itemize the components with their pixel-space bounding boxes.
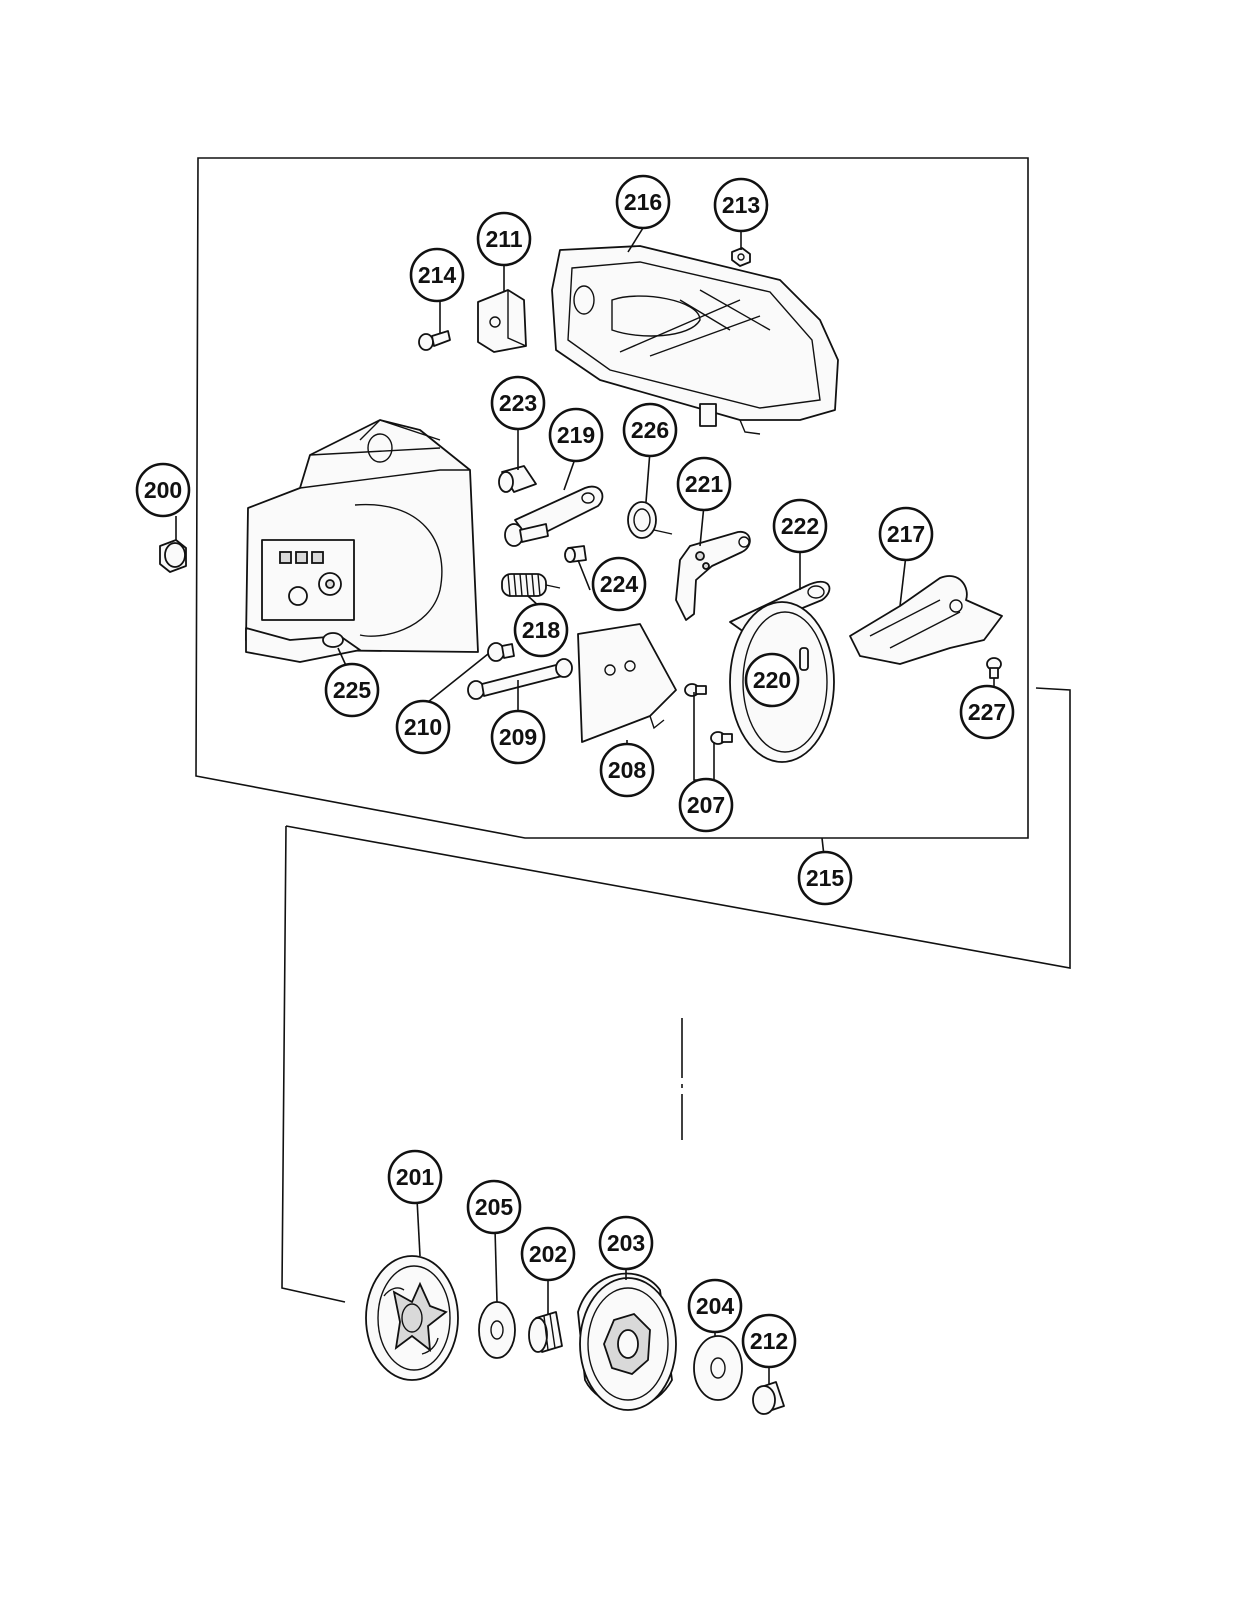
callout-207-label: 207 xyxy=(687,792,725,818)
callout-205: 205 xyxy=(466,1179,522,1235)
callout-214-label: 214 xyxy=(418,262,457,288)
callout-208-label: 208 xyxy=(608,757,647,783)
callout-226-label: 226 xyxy=(631,417,669,443)
part-218-spring xyxy=(501,573,561,597)
callout-225: 225 xyxy=(324,662,380,718)
callout-220-label: 220 xyxy=(753,667,791,693)
part-227-screw xyxy=(986,657,1002,679)
part-214-screw xyxy=(418,330,451,351)
callout-211: 211 xyxy=(476,211,532,267)
callout-218: 218 xyxy=(513,602,569,658)
part-217-bracket xyxy=(849,575,1003,665)
part-212-bushing xyxy=(752,1381,785,1415)
callout-214: 214 xyxy=(409,247,465,303)
callout-212: 212 xyxy=(741,1313,797,1369)
clutch-assembly-bracket xyxy=(281,825,346,1303)
part-204-washer xyxy=(693,1335,743,1401)
callout-227-label: 227 xyxy=(968,699,1006,725)
callout-224-label: 224 xyxy=(600,571,639,597)
callout-203: 203 xyxy=(598,1215,654,1271)
callout-201-label: 201 xyxy=(396,1164,435,1190)
callout-201: 201 xyxy=(387,1149,443,1205)
part-221-brake-lever xyxy=(675,531,751,621)
part-207-screws xyxy=(684,683,733,745)
callout-216: 216 xyxy=(615,174,671,230)
callout-215-label: 215 xyxy=(806,865,845,891)
part-203-clutch-drum xyxy=(577,1272,677,1411)
part-208-guide-plate xyxy=(577,623,677,743)
part-201-clutch xyxy=(365,1255,459,1381)
callout-224: 224 xyxy=(591,556,647,612)
callout-221: 221 xyxy=(676,456,732,512)
part-205-washer xyxy=(478,1301,516,1359)
part-202-needle-bearing xyxy=(528,1311,563,1353)
part-213-nut xyxy=(731,247,751,267)
assembly-215-frame xyxy=(195,157,1029,839)
part-211-block xyxy=(477,289,527,353)
callout-204-label: 204 xyxy=(696,1293,735,1319)
callout-205-label: 205 xyxy=(475,1194,514,1220)
callout-222: 222 xyxy=(772,498,828,554)
callout-202-label: 202 xyxy=(529,1241,567,1267)
callout-223: 223 xyxy=(490,375,546,431)
part-223-sleeve xyxy=(498,465,537,493)
callout-220: 220 xyxy=(744,652,800,708)
callout-208: 208 xyxy=(599,742,655,798)
callout-227: 227 xyxy=(959,684,1015,740)
callout-203-label: 203 xyxy=(607,1230,645,1256)
callout-222-label: 222 xyxy=(781,513,819,539)
callout-209-label: 209 xyxy=(499,724,537,750)
assembly-frame-lower-edge xyxy=(285,687,1071,969)
callout-221-label: 221 xyxy=(685,471,724,497)
part-200-flange-nut xyxy=(159,539,187,573)
callout-200-label: 200 xyxy=(144,477,182,503)
callout-223-label: 223 xyxy=(499,390,537,416)
part-209-bolt xyxy=(467,658,573,700)
callout-219: 219 xyxy=(548,407,604,463)
callout-212-label: 212 xyxy=(750,1328,788,1354)
callout-210-label: 210 xyxy=(404,714,442,740)
callout-209: 209 xyxy=(490,709,546,765)
callout-210: 210 xyxy=(395,699,451,755)
callout-215: 215 xyxy=(797,850,853,906)
callout-207: 207 xyxy=(678,777,734,833)
part-219-lever xyxy=(504,485,604,547)
callout-204: 204 xyxy=(687,1278,743,1334)
callout-218-label: 218 xyxy=(522,617,561,643)
part-226-coil-spring xyxy=(627,501,673,539)
callout-211-label: 211 xyxy=(485,226,522,252)
part-216-side-cover xyxy=(551,245,839,435)
callout-202: 202 xyxy=(520,1226,576,1282)
callout-225-label: 225 xyxy=(333,677,372,703)
callout-200: 200 xyxy=(135,462,191,518)
callout-217: 217 xyxy=(878,506,934,562)
part-225-clutch-cover-housing xyxy=(245,419,479,663)
callout-213-label: 213 xyxy=(722,192,760,218)
callout-216-label: 216 xyxy=(624,189,662,215)
callout-219-label: 219 xyxy=(557,422,595,448)
callout-217-label: 217 xyxy=(887,521,925,547)
callout-213: 213 xyxy=(713,177,769,233)
leader-lines xyxy=(175,227,995,1384)
part-224-pin xyxy=(564,545,587,563)
part-210-screw xyxy=(487,642,515,662)
callout-226: 226 xyxy=(622,402,678,458)
